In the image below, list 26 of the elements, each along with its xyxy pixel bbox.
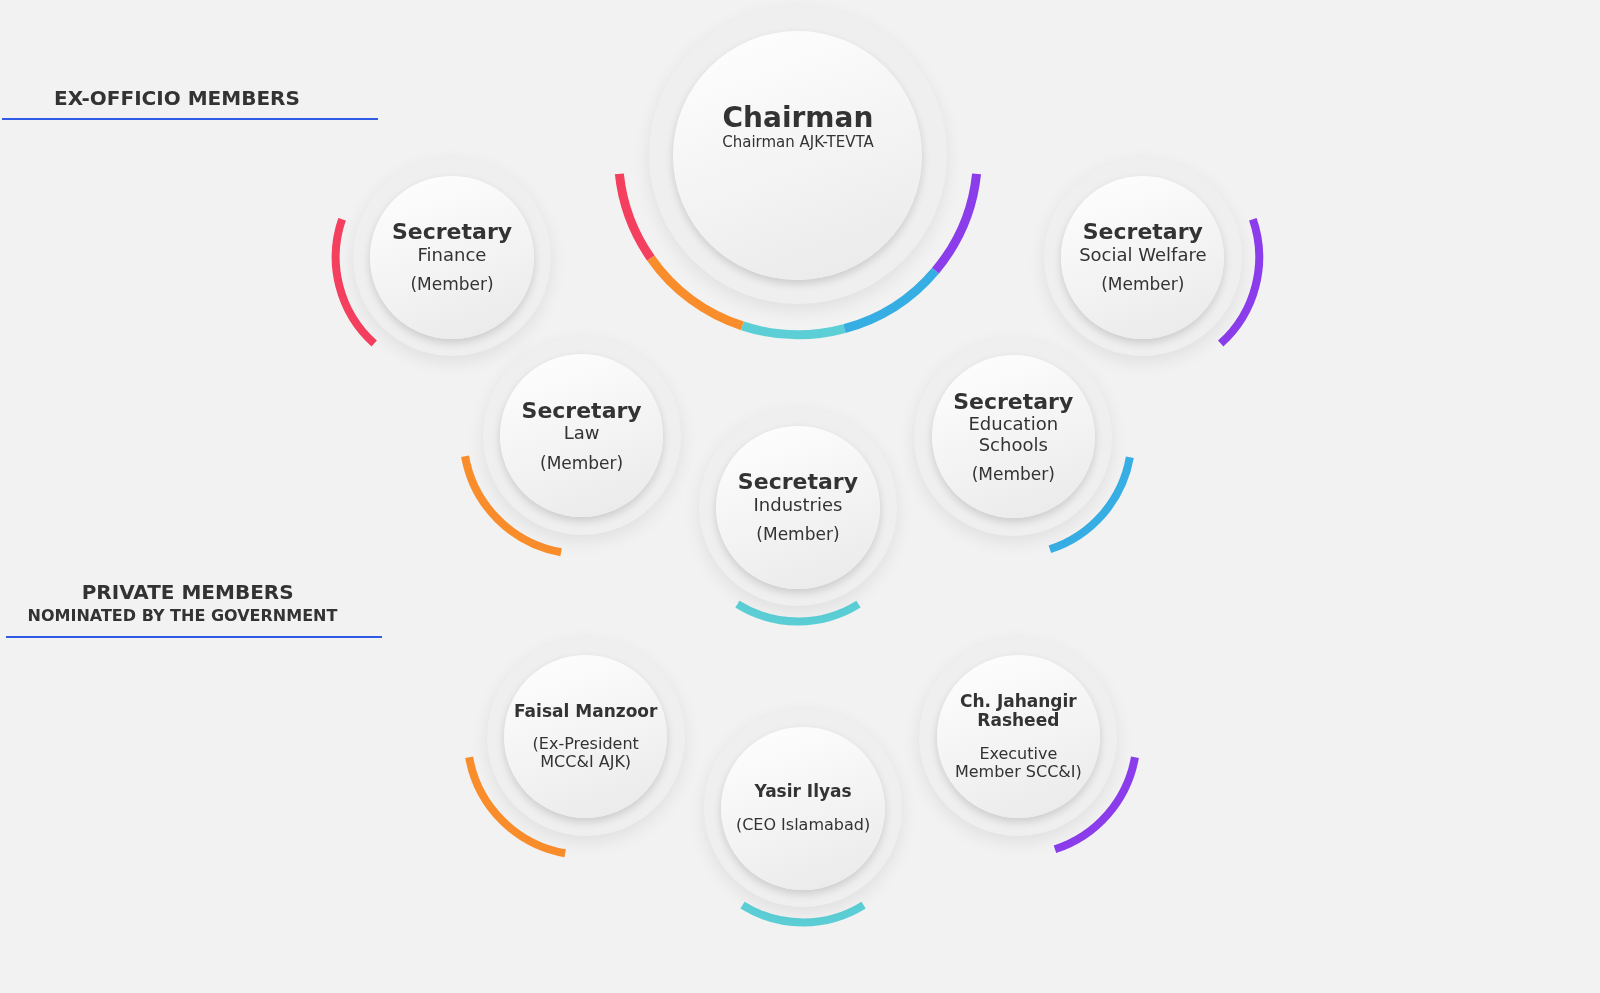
title-text: Secretary [520,397,643,424]
role-text: (Ex-President MCC&I AJK) [531,735,640,772]
name-text: Yasir Ilyas [753,782,853,802]
member-note: (Member) [755,525,841,545]
section-subheading: NOMINATED BY THE GOVERNMENT [27,606,338,626]
member-note: (Member) [1100,275,1186,295]
department-text: Finance [416,244,488,266]
role-text: Executive Member SCC&I) [953,744,1083,782]
title-text: Chairman [721,102,875,135]
department-text: Law [562,423,601,444]
section-heading: PRIVATE MEMBERS [81,579,294,604]
department-text: Social Welfare [1078,244,1208,266]
department-text: Industries [752,494,844,516]
subtitle-text: Chairman AJK-TEVTA [721,134,875,152]
name-text: Faisal Manzoor [513,701,659,722]
title-text: Secretary [952,388,1075,414]
title-text: Secretary [1081,219,1204,245]
title-text: Secretary [390,219,514,245]
title-text: Secretary [736,469,859,495]
section-heading: EX-OFFICIO MEMBERS [54,85,300,110]
member-note: (Member) [539,453,625,474]
member-note: (Member) [409,275,495,295]
role-text: (CEO Islamabad) [734,815,872,835]
member-note: (Member) [970,465,1056,485]
department-text: Education Schools [968,413,1059,456]
name-text: Ch. Jahangir Rasheed [958,691,1078,731]
